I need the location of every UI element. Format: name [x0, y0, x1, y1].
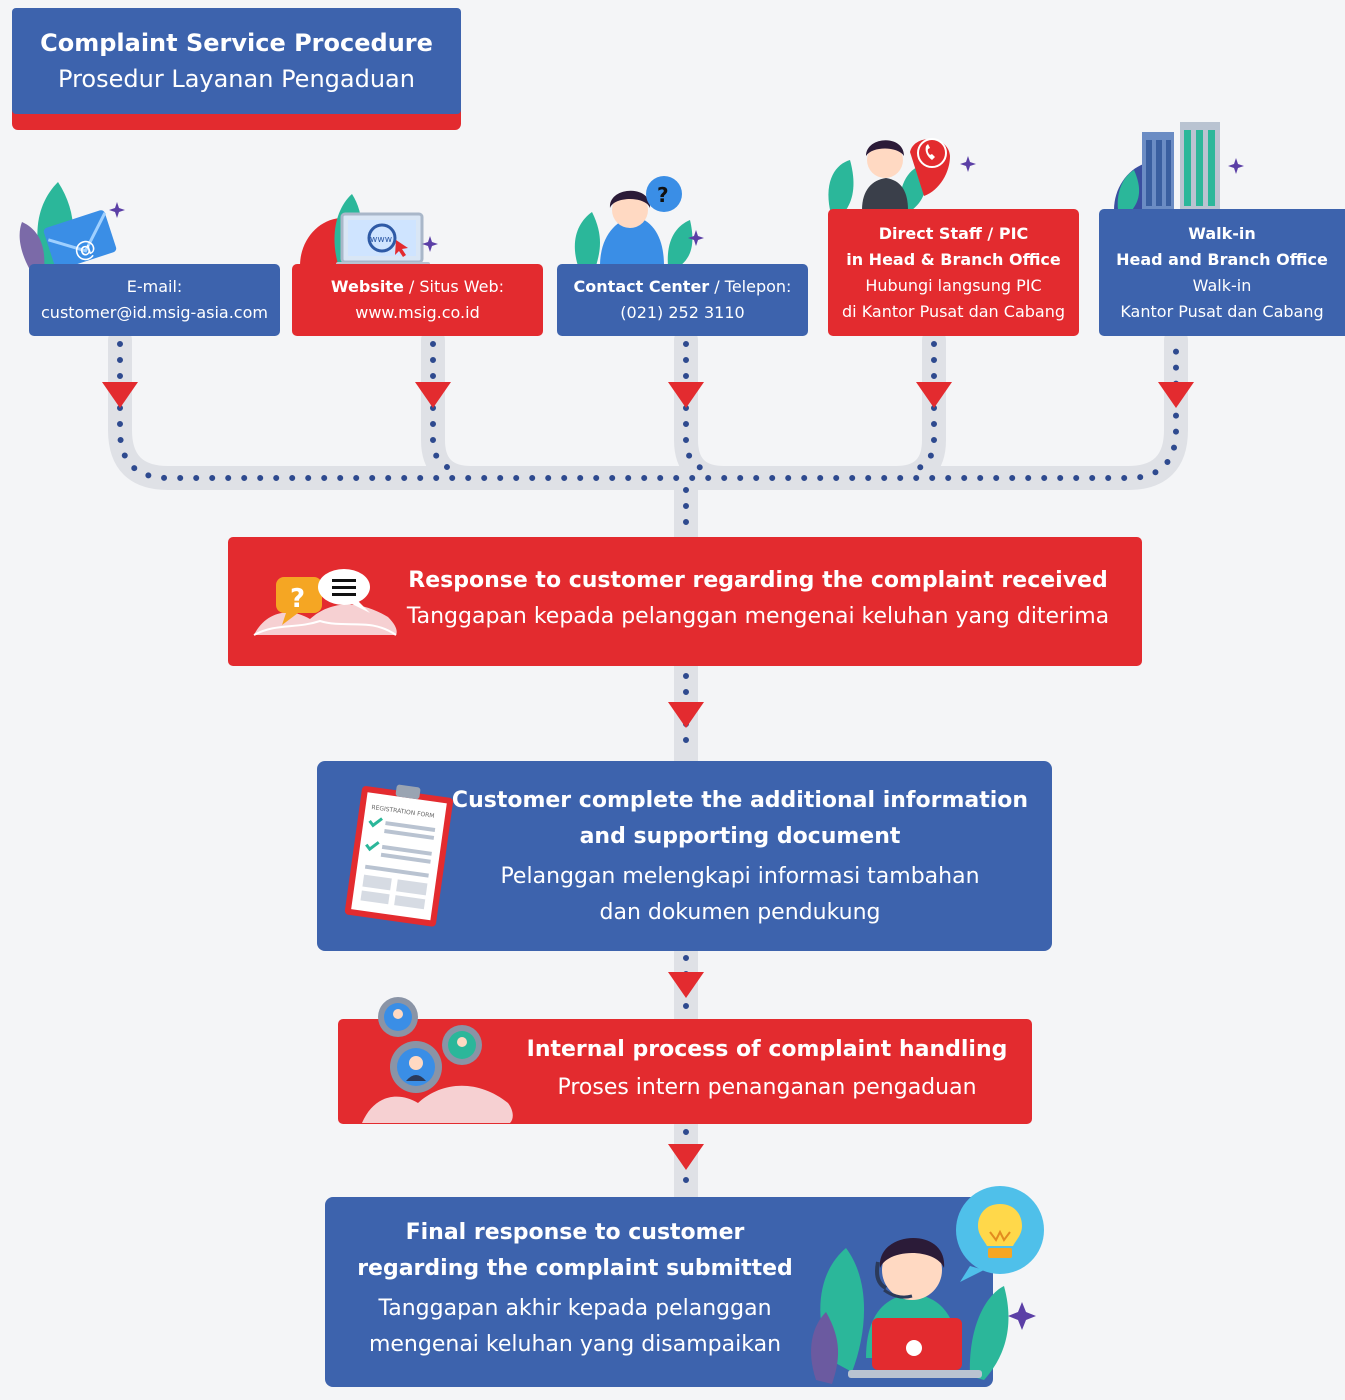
- chat-bubbles-icon: ?: [253, 569, 397, 636]
- stage2-title-line1: Customer complete the additional informa…: [451, 788, 1029, 813]
- arrow-down-icon: [668, 382, 704, 408]
- arrow-down-icon: [668, 1144, 704, 1170]
- stage-internal-process: Internal process of complaint handling P…: [338, 997, 1032, 1124]
- stage2-title-line2: and supporting document: [579, 824, 901, 849]
- registration-form-icon: REGISTRATION FORM: [344, 784, 454, 927]
- arrow-down-icon: [668, 702, 704, 728]
- stage1-title: Response to customer regarding the compl…: [408, 568, 1108, 593]
- channel-staff-title: Direct Staff / PIC: [878, 223, 1029, 243]
- channel-contact-label: / Telepon:: [709, 277, 792, 296]
- channel-contact-phone: (021) 252 3110: [620, 303, 745, 322]
- channel-staff-desc-2: di Kantor Pusat dan Cabang: [842, 301, 1065, 321]
- stage4-title-line1: Final response to customer: [405, 1220, 745, 1245]
- channel-website-label: / Situs Web:: [403, 277, 505, 296]
- arrow-down-icon: [415, 382, 451, 408]
- stage-customer-complete: REGISTRATION FORM Customer complete the …: [317, 761, 1052, 951]
- arrow-down-icon: [668, 972, 704, 998]
- channel-walkin-desc-2: Kantor Pusat dan Cabang: [1120, 301, 1324, 321]
- stage4-subtitle-line2: mengenai keluhan yang disampaikan: [368, 1332, 782, 1357]
- stage3-subtitle: Proses intern penanganan pengaduan: [557, 1075, 977, 1100]
- stage2-subtitle-line2: dan dokumen pendukung: [599, 900, 881, 925]
- channel-email-label: E-mail:: [126, 277, 183, 296]
- arrow-down-icon: [1158, 382, 1194, 408]
- stage4-title-line2: regarding the complaint submitted: [357, 1256, 793, 1281]
- stage-response-received: ? Response to customer regarding the com…: [228, 537, 1142, 666]
- stage4-subtitle-line1: Tanggapan akhir kepada pelanggan: [378, 1296, 772, 1321]
- channel-contact-title: Contact Center: [573, 277, 710, 296]
- channel-walkin-subtitle: Head and Branch Office: [1116, 249, 1328, 269]
- svg-text:?: ?: [290, 584, 305, 614]
- channel-walkin-desc-1: Walk-in: [1192, 275, 1252, 295]
- page-subtitle: Prosedur Layanan Pengaduan: [58, 65, 415, 93]
- gears-people-icon: [362, 997, 513, 1123]
- stage-final-response: Final response to customer regarding the…: [325, 1197, 993, 1387]
- channel-contact-center[interactable]: Contact Center / Telepon: (021) 252 3110: [557, 264, 808, 336]
- channel-website[interactable]: Website / Situs Web: www.msig.co.id: [292, 264, 543, 336]
- channel-email[interactable]: E-mail: customer@id.msig-asia.com: [29, 264, 280, 336]
- arrow-down-icon: [102, 382, 138, 408]
- header-card: Complaint Service Procedure Prosedur Lay…: [12, 8, 461, 114]
- channel-website-title: Website: [330, 277, 404, 296]
- channel-walk-in[interactable]: Walk-in Head and Branch Office Walk-in K…: [1099, 209, 1345, 336]
- channel-staff-subtitle: in Head & Branch Office: [846, 249, 1061, 269]
- channel-direct-staff[interactable]: Direct Staff / PIC in Head & Branch Offi…: [828, 209, 1079, 336]
- arrow-down-icon: [916, 382, 952, 408]
- channel-walkin-title: Walk-in: [1188, 223, 1256, 243]
- stage3-title: Internal process of complaint handling: [526, 1037, 1008, 1062]
- stage1-subtitle: Tanggapan kepada pelanggan mengenai kelu…: [406, 604, 1110, 629]
- page-title: Complaint Service Procedure: [40, 29, 433, 57]
- channel-website-url: www.msig.co.id: [355, 303, 480, 322]
- channel-email-address: customer@id.msig-asia.com: [41, 303, 268, 322]
- stage2-subtitle-line1: Pelanggan melengkapi informasi tambahan: [500, 864, 980, 889]
- channel-staff-desc-1: Hubungi langsung PIC: [865, 275, 1042, 295]
